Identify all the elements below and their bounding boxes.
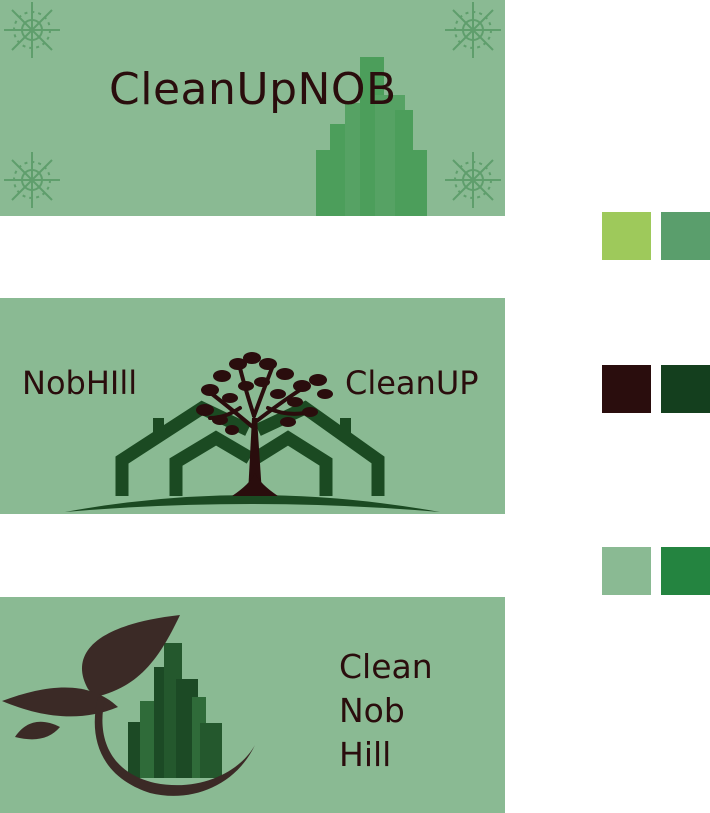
logo-cleanupnob: CleanUpNOB — [0, 0, 505, 216]
corner-ornament-icon — [445, 2, 501, 58]
house-icon — [115, 400, 254, 496]
logo-line-nob: Nob — [339, 691, 405, 730]
city-skyline-icon — [316, 57, 427, 216]
color-swatch — [602, 212, 651, 260]
leaf-icon — [2, 615, 255, 796]
corner-ornament-icon — [4, 152, 60, 208]
tree-icon — [196, 352, 333, 496]
logo-stacked-text: Clean Nob Hill — [339, 645, 433, 777]
ground-icon — [65, 495, 440, 512]
color-swatch — [661, 212, 710, 260]
city-skyline-icon — [128, 643, 222, 778]
logo-nobhill-cleanup-art — [65, 352, 440, 512]
color-swatch — [661, 365, 710, 413]
logo-line-clean: Clean — [339, 647, 433, 686]
logo-title: CleanUpNOB — [109, 64, 397, 115]
logo-right-text: CleanUP — [345, 364, 479, 402]
logo-clean-nob-hill-art — [2, 615, 255, 796]
house-icon — [252, 400, 385, 496]
color-swatch — [661, 547, 710, 595]
logo-line-hill: Hill — [339, 735, 392, 774]
color-swatch — [602, 547, 651, 595]
logo-clean-nob-hill: Clean Nob Hill — [0, 597, 505, 813]
color-swatch — [602, 365, 651, 413]
corner-ornament-icon — [445, 152, 501, 208]
logo-nobhill-cleanup: NobHIll CleanUP — [0, 298, 505, 514]
logo-cleanupnob-art — [4, 2, 501, 216]
corner-ornament-icon — [4, 2, 60, 58]
logo-left-text: NobHIll — [22, 364, 138, 402]
